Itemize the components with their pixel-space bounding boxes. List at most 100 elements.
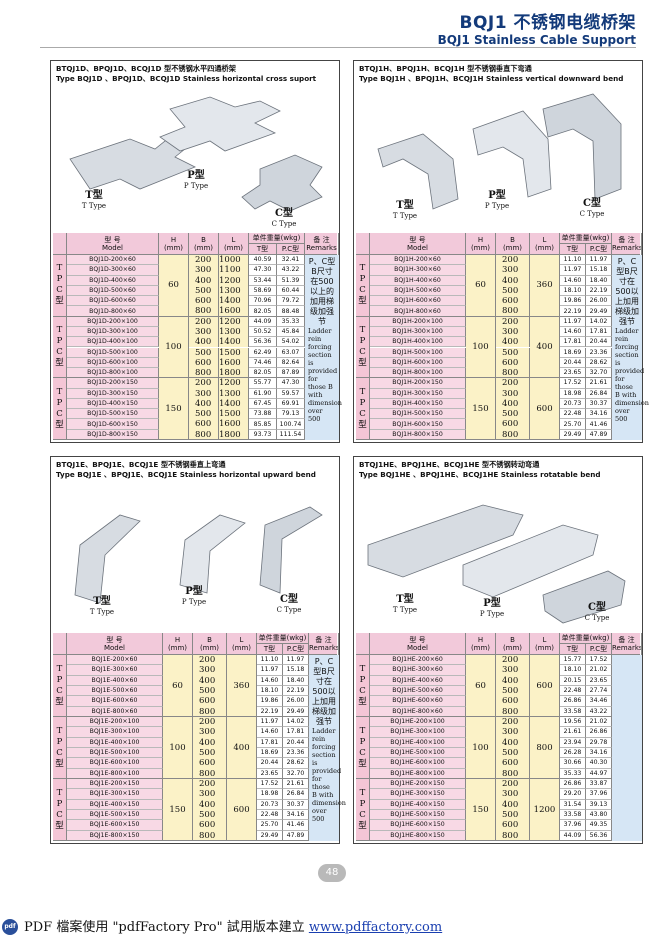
col-subtitle: (mm) (534, 244, 555, 252)
cell-b: 400 (496, 675, 530, 686)
cell-wpc: 20.44 (586, 337, 612, 348)
cell-wpc: 79.13 (277, 409, 305, 420)
cell-wt: 18.69 (560, 347, 586, 358)
cell-model: BQJ1HE-600×60 (370, 696, 466, 707)
cell-wt: 85.85 (249, 419, 277, 430)
cell-b: 500 (496, 748, 530, 759)
cell-b: 500 (193, 686, 227, 697)
cell-wt: 18.69 (257, 748, 283, 759)
cell-model: BQJ1HE-600×150 (370, 820, 466, 831)
type-label-en: C Type (584, 614, 610, 622)
cell-b: 600 (193, 696, 227, 707)
col-l: L(mm) (219, 233, 249, 255)
cell-b: 500 (496, 686, 530, 697)
cell-model: BQJ1H-300×60 (370, 265, 466, 276)
cell-wpc: 34.16 (586, 748, 612, 759)
type-letter: C (56, 685, 63, 696)
type-letter: 型 (55, 820, 64, 831)
type-letter: C (359, 346, 366, 357)
col-b: B(mm) (496, 233, 530, 255)
cell-wpc: 41.46 (586, 419, 612, 430)
cell-l: 1400 (219, 398, 249, 410)
type-letter: 型 (358, 696, 367, 707)
col-h: H(mm) (163, 633, 193, 655)
remark-en: Ladder rein forcing section is provided … (615, 327, 649, 423)
cell-wpc: 22.19 (283, 686, 309, 697)
footer-link[interactable]: www.pdffactory.com (308, 920, 443, 935)
h-value: 100 (159, 316, 189, 379)
cell-wpc: 18.40 (586, 275, 612, 286)
col-b: B(mm) (496, 633, 530, 655)
cell-l: 1400 (219, 337, 249, 348)
cell-b: 600 (496, 758, 530, 769)
type-label-cn: P型 (185, 586, 203, 597)
cell-b: 300 (193, 727, 227, 738)
panel-title-en: Type BQJ1E 、BPQJ1E、BCQJ1E Stainless hori… (56, 470, 316, 479)
h-value: 60 (466, 255, 496, 317)
type-letter: 型 (358, 296, 367, 307)
remark-en: Ladder rein forcing section is provided … (312, 727, 346, 823)
col-title: 型 号 (409, 236, 426, 244)
h-value: 100 (163, 717, 193, 779)
col-title: H (170, 236, 177, 244)
cell-wt: 47.30 (249, 265, 277, 276)
col-b: B(mm) (189, 233, 219, 255)
cell-wt: 17.52 (560, 378, 586, 389)
product-drawing-icon (69, 96, 323, 212)
product-drawing-icon (377, 93, 622, 210)
cell-wpc: 47.89 (283, 830, 309, 841)
cell-model: BQJ1D-800×150 (67, 429, 159, 440)
cell-wt: 11.97 (560, 316, 586, 327)
cell-wpc: 29.49 (586, 306, 612, 317)
cell-wt: 70.96 (249, 296, 277, 307)
l-value: 400 (227, 717, 257, 779)
cell-wt: 37.96 (560, 820, 586, 831)
cell-wpc: 47.89 (586, 429, 612, 440)
cell-l: 1200 (219, 275, 249, 286)
type-letter: C (359, 408, 366, 419)
cell-model: BQJ1H-500×60 (370, 285, 466, 297)
remark-cn: P、C型B尺寸在500以上加用梯级加强节 (615, 257, 639, 326)
cell-model: BQJ1H-600×100 (370, 357, 466, 369)
cell-b: 300 (496, 789, 530, 800)
panel-title-en: Type BQJ1H 、BPQJ1H、BCQJ1H Stainless vert… (359, 74, 624, 83)
cell-b: 600 (496, 296, 530, 307)
cell-l: 1600 (219, 419, 249, 430)
type-letter: C (359, 285, 366, 296)
col-title: H (174, 636, 181, 644)
cell-model: BQJ1HE-400×60 (370, 675, 466, 686)
cell-wt: 19.56 (560, 717, 586, 728)
l-value: 360 (227, 655, 257, 717)
cell-wpc: 15.18 (283, 665, 309, 676)
cell-wpc: 41.46 (283, 820, 309, 831)
cell-wt: 14.60 (560, 326, 586, 338)
cell-b: 800 (496, 706, 530, 717)
footer: PDF 檔案使用 "pdfFactory Pro" 試用版本建立 www.pdf… (0, 917, 650, 939)
type-letter: 型 (55, 696, 64, 707)
cell-wt: 33.58 (560, 810, 586, 821)
panel-title-cn: BTQJ1E、BPQJ1E、BCQJ1E 型不锈钢垂直上弯通 (56, 460, 226, 469)
type-letter: P (56, 674, 63, 685)
cell-model: BQJ1HE-800×60 (370, 706, 466, 717)
cell-model: BQJ1HE-800×150 (370, 830, 466, 841)
remark-cn: P、C型B尺寸在500以上的加用梯级加强节 (308, 257, 336, 326)
col-title: H (477, 636, 484, 644)
cell-model: BQJ1E-600×100 (67, 758, 163, 769)
col-h: H(mm) (466, 633, 496, 655)
type-letter: T (359, 787, 366, 798)
remarks (612, 655, 642, 841)
col-title: 单件重量(wkg) (257, 634, 308, 644)
type-label-cn: T型 (396, 200, 414, 211)
cell-wpc: 32.41 (277, 255, 305, 266)
